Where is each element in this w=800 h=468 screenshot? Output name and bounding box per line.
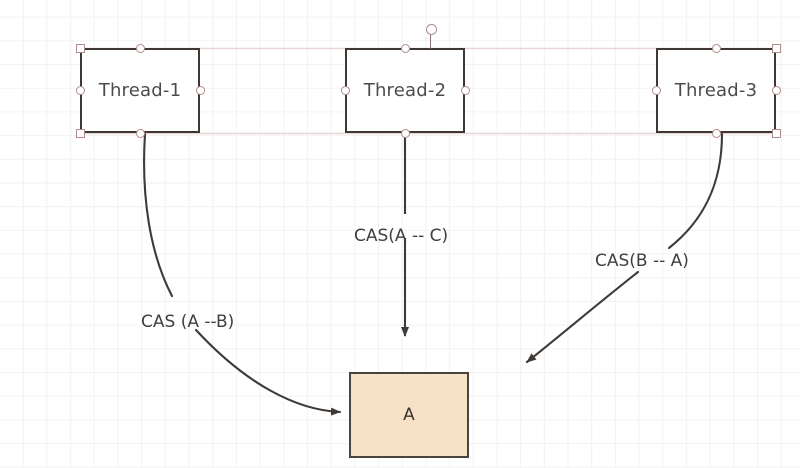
node-thread-2[interactable]: Thread-2 — [345, 48, 465, 133]
edge-label-thread2-to-a: CAS(A -- C) — [354, 226, 449, 246]
rotate-handle-thread-2[interactable] — [425, 23, 437, 35]
node-thread-3-label: Thread-3 — [674, 80, 758, 101]
edge-label-thread1-to-a: CAS (A --B) — [141, 312, 235, 332]
connector-handle-w-thread-1[interactable] — [75, 86, 85, 95]
node-thread-1[interactable]: Thread-1 — [80, 48, 200, 133]
connector-handle-n-thread-1[interactable] — [135, 43, 145, 53]
connector-handle-w-thread-2[interactable] — [340, 86, 350, 95]
resize-handle-se-thread-3[interactable] — [771, 128, 781, 138]
connector-handle-s-thread-3[interactable] — [711, 128, 721, 138]
resize-handle-ne-thread-3[interactable] — [771, 43, 781, 53]
node-thread-2-label: Thread-2 — [363, 80, 447, 101]
edge-label-thread3-to-a: CAS(B -- A) — [595, 251, 689, 271]
node-shared-value-a[interactable]: A — [349, 372, 469, 458]
node-shared-value-a-label: A — [403, 405, 415, 425]
resize-handle-sw-thread-1[interactable] — [75, 128, 85, 138]
connector-handle-e-thread-1[interactable] — [195, 86, 205, 95]
node-thread-1-label: Thread-1 — [98, 80, 182, 101]
connector-handle-n-thread-2[interactable] — [400, 43, 410, 53]
node-thread-3[interactable]: Thread-3 — [656, 48, 776, 133]
connector-thread1-to-a[interactable] — [143, 132, 342, 416]
connector-handle-n-thread-3[interactable] — [711, 43, 721, 53]
connector-handle-s-thread-2[interactable] — [400, 128, 410, 138]
connector-thread3-to-a[interactable] — [525, 132, 724, 364]
rotate-handle-stem-thread-2 — [429, 30, 432, 49]
resize-handle-nw-thread-1[interactable] — [75, 43, 85, 53]
connector-handle-e-thread-3[interactable] — [771, 86, 781, 95]
connector-handle-w-thread-3[interactable] — [651, 86, 661, 95]
connector-handle-e-thread-2[interactable] — [460, 86, 470, 95]
connector-handle-s-thread-1[interactable] — [135, 128, 145, 138]
